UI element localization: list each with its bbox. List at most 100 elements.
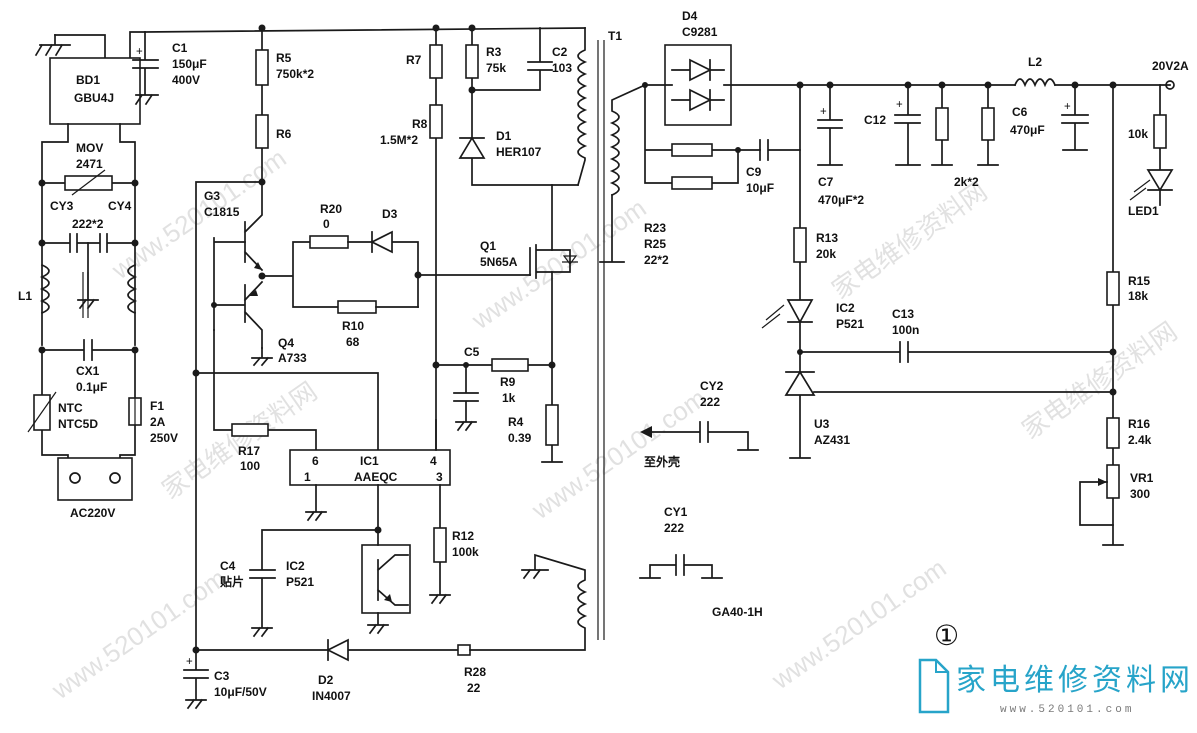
c1-val2: 400V xyxy=(172,73,200,87)
d1-val: HER107 xyxy=(496,145,542,159)
q1-val: 5N65A xyxy=(480,255,518,269)
dual-diode-d4 xyxy=(664,44,732,126)
cy2-ref: CY2 xyxy=(700,379,724,393)
led1-ref: LED1 xyxy=(1128,204,1159,218)
d4-ref: D4 xyxy=(682,9,698,23)
r20-val: 0 xyxy=(323,217,330,231)
resistor-r12 xyxy=(433,527,447,563)
c2-val: 103 xyxy=(552,61,572,75)
drive-section: R5 750k*2 R6 G3 C1815 Q4 A733 R20 0 D3 R… xyxy=(183,24,622,710)
r28-val: 22 xyxy=(467,681,481,695)
r17-ref: R17 xyxy=(238,444,260,458)
input-section: BD1 GBU4J + C1 150μF 400V MOV 2471 CY3 C… xyxy=(18,27,586,520)
r3-val: 75k xyxy=(486,61,506,75)
site-logo: 家电维修资料网 www.520101.com xyxy=(918,658,1194,716)
resistor-r7 xyxy=(429,44,443,79)
watermark-layer: www.520101.com www.520101.com 家电维修资料网 ww… xyxy=(45,143,1182,706)
d3-ref: D3 xyxy=(382,207,398,221)
c13-val: 100n xyxy=(892,323,919,337)
ic1-pin3: 3 xyxy=(436,470,443,484)
figure-number: ① xyxy=(934,619,959,652)
ic2b-val: P521 xyxy=(286,575,314,589)
bd1-val: GBU4J xyxy=(74,91,114,105)
r9-ref: R9 xyxy=(500,375,516,389)
q4-val: A733 xyxy=(278,351,307,365)
logo-text: 家电维修资料网 xyxy=(956,663,1194,698)
f1-val1: 2A xyxy=(150,415,166,429)
r17-val: 100 xyxy=(240,459,260,473)
g3-val: C1815 xyxy=(204,205,240,219)
c7-ref: C7 xyxy=(818,175,834,189)
c12-plus: + xyxy=(896,99,903,111)
c5-ref: C5 xyxy=(464,345,480,359)
r5-ref: R5 xyxy=(276,51,292,65)
opto-ic2-transistor xyxy=(361,544,411,614)
resistor-r13 xyxy=(793,227,807,263)
resistor-r5 xyxy=(255,49,269,86)
c4-val: 贴片 xyxy=(220,574,244,589)
vr1-val: 300 xyxy=(1130,487,1150,501)
f1-ref: F1 xyxy=(150,399,164,413)
u3-ref: U3 xyxy=(814,417,830,431)
cy2-val: 222 xyxy=(700,395,720,409)
cx1-ref: CX1 xyxy=(76,364,100,378)
c1-val1: 150μF xyxy=(172,57,207,71)
r2k-val: 2k*2 xyxy=(954,175,979,189)
mov-ref: MOV xyxy=(76,141,103,155)
u3-val: AZ431 xyxy=(814,433,850,447)
resistor-2k-b xyxy=(981,107,995,141)
c1-plus: + xyxy=(136,46,143,58)
resistor-2k-a xyxy=(935,107,949,141)
ic1-pin6: 6 xyxy=(312,454,319,468)
f1-val2: 250V xyxy=(150,431,178,445)
model-label: GA40-1H xyxy=(712,605,763,619)
resistor-r8 xyxy=(429,104,443,139)
resistor-r4 xyxy=(545,404,559,446)
ic1-controller xyxy=(289,449,451,486)
r16-ref: R16 xyxy=(1128,417,1150,431)
c9-ref: C9 xyxy=(746,165,762,179)
r25-ref: R25 xyxy=(644,237,666,251)
c12-ref: C12 xyxy=(864,113,886,127)
secondary-section: R23 R25 22*2 D4 C9281 C9 10μF L2 20V2A +… xyxy=(599,9,1189,619)
mov-val: 2471 xyxy=(76,157,103,171)
d4-val: C9281 xyxy=(682,25,718,39)
c6-ref: C6 xyxy=(1012,105,1028,119)
ic2-val: P521 xyxy=(836,317,864,331)
resistor-r3 xyxy=(465,44,479,79)
r10-val: 68 xyxy=(346,335,360,349)
c13-ref: C13 xyxy=(892,307,914,321)
c3-ref: C3 xyxy=(214,669,230,683)
ac-label: AC220V xyxy=(70,506,115,520)
r4-ref: R4 xyxy=(508,415,524,429)
ac-plug xyxy=(57,457,133,501)
cy1-ref: CY1 xyxy=(664,505,688,519)
c7-val: 470μF*2 xyxy=(818,193,864,207)
cy4-ref: CY4 xyxy=(108,199,132,213)
q4-ref: Q4 xyxy=(278,336,294,350)
logo-url: www.520101.com xyxy=(1000,704,1134,716)
ic1-val: AAEQC xyxy=(354,470,398,484)
r10-ref: R10 xyxy=(342,319,364,333)
cy-val: 222*2 xyxy=(72,217,104,231)
resistor-r17 xyxy=(231,423,269,437)
r5-val: 750k*2 xyxy=(276,67,314,81)
c9-val: 10μF xyxy=(746,181,774,195)
c4-ref: C4 xyxy=(220,559,236,573)
c6-plus: + xyxy=(1064,101,1071,113)
l2-ref: L2 xyxy=(1028,55,1042,69)
r6-ref: R6 xyxy=(276,127,292,141)
watermark-text: 家电维修资料网 xyxy=(1016,316,1182,445)
c7-plus: + xyxy=(820,106,827,118)
resistor-10k xyxy=(1153,114,1167,149)
resistor-r23 xyxy=(671,143,713,157)
c3-plus: + xyxy=(186,656,193,668)
ic1-pin4: 4 xyxy=(430,454,437,468)
r7-ref: R7 xyxy=(406,53,422,67)
resistor-r10 xyxy=(337,300,377,314)
ic2b-ref: IC2 xyxy=(286,559,305,573)
shell-label: 至外壳 xyxy=(644,454,680,469)
ic2-ref: IC2 xyxy=(836,301,855,315)
ntc-val: NTC5D xyxy=(58,417,98,431)
ntc-ref: NTC xyxy=(58,401,83,415)
